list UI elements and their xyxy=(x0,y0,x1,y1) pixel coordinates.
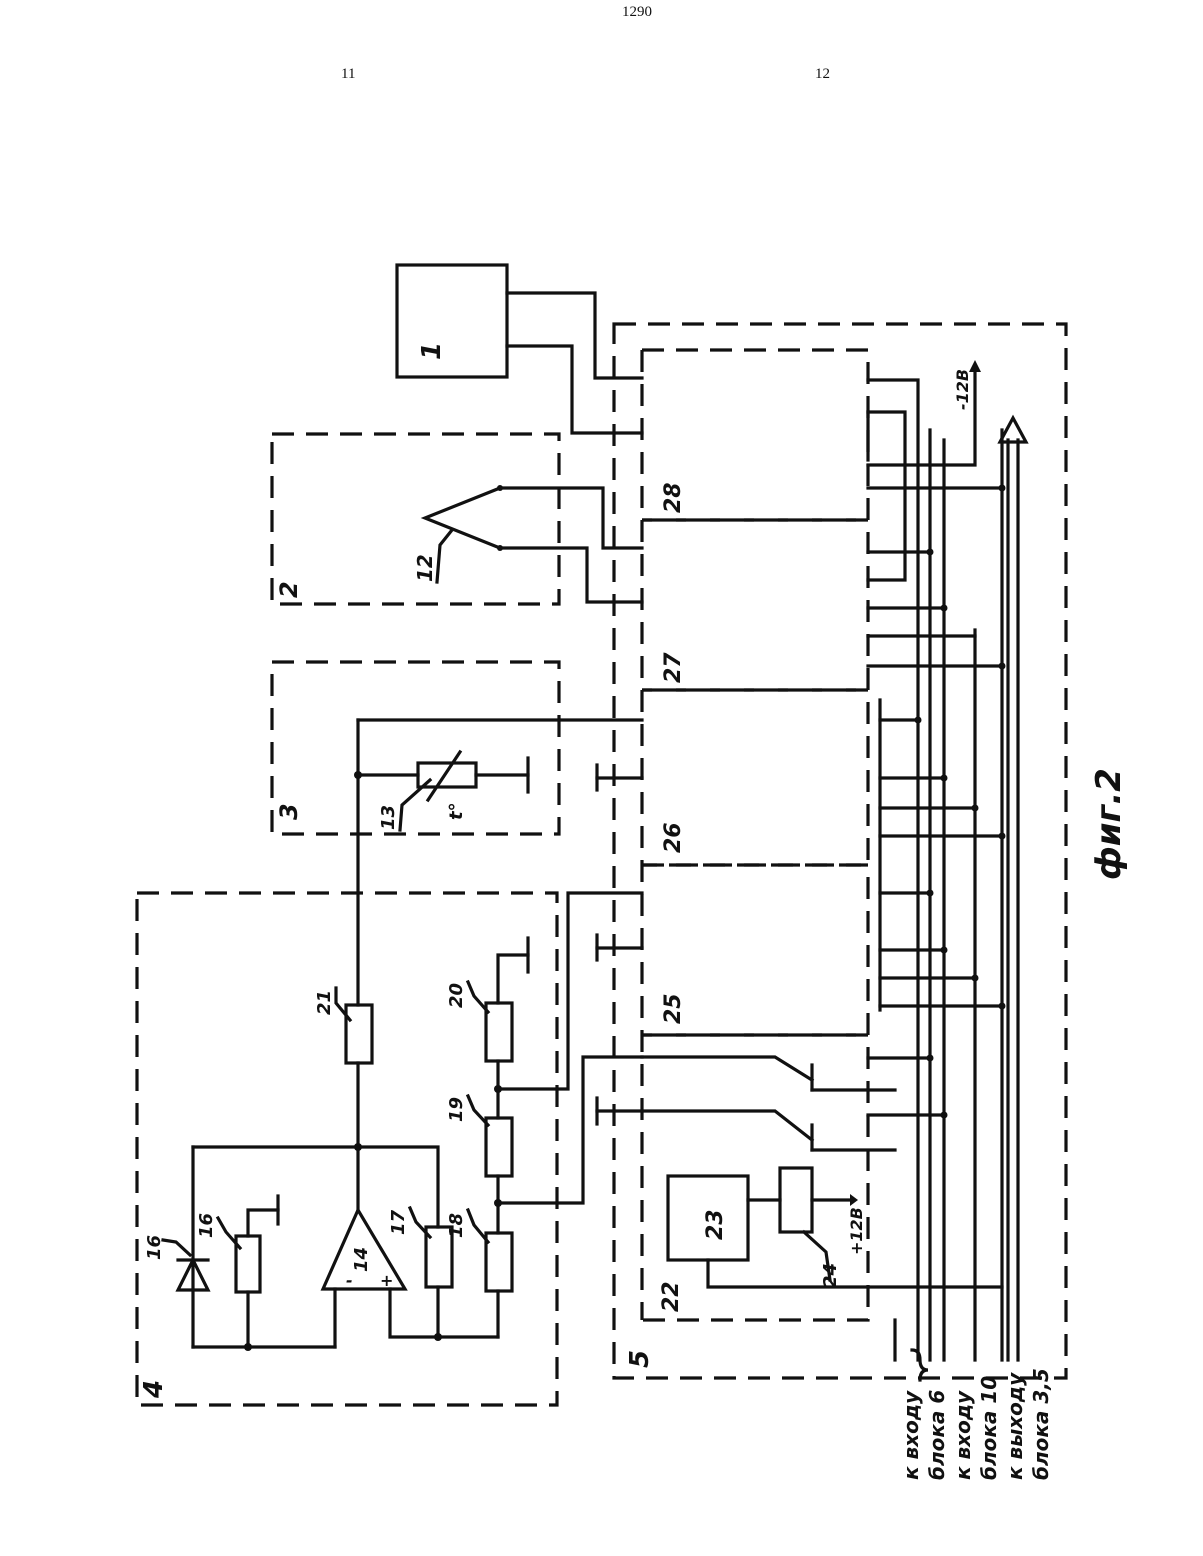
label-block-5: 5 xyxy=(625,1350,655,1368)
block-4: 4 21 14 - + 16 16 xyxy=(137,893,642,1405)
supply-minus: -12В xyxy=(953,369,972,410)
label-24: 26 xyxy=(661,822,686,853)
label-17: 17 xyxy=(388,1209,409,1235)
label-block-4: 4 xyxy=(139,1380,169,1399)
label-19: 19 xyxy=(446,1097,467,1122)
label-16b: 16 xyxy=(196,1213,217,1238)
label-12: 12 xyxy=(413,554,437,582)
opamp-plus: + xyxy=(380,1271,393,1290)
block-3: 3 13 t° xyxy=(272,662,642,1005)
block-1: 1 xyxy=(397,265,642,433)
supply-plus: +12В xyxy=(847,1207,866,1255)
opamp-minus: - xyxy=(346,1271,353,1290)
output-label-3: к входу xyxy=(951,1390,975,1480)
block-5: 5 28 27 26 25 22 23 +12В 24 xyxy=(597,324,1066,1378)
label-16a: 16 xyxy=(144,1235,165,1260)
block-2: 2 12 xyxy=(272,434,642,604)
label-13: 13 xyxy=(378,805,399,830)
label-block-1: 1 xyxy=(417,342,447,360)
output-label-1: к входу xyxy=(899,1390,923,1480)
label-25: 27 xyxy=(661,652,686,683)
label-block-3: 3 xyxy=(275,803,303,820)
label-21: 21 xyxy=(314,990,335,1015)
label-14: 14 xyxy=(351,1247,372,1272)
output-label-6: блока 3,5 xyxy=(1029,1368,1053,1480)
label-block-2: 2 xyxy=(275,581,303,598)
label-26: 28 xyxy=(661,482,686,513)
output-label-4: блока 10 xyxy=(977,1376,1001,1480)
label-28: 24 xyxy=(820,1263,841,1288)
label-18: 18 xyxy=(446,1213,467,1238)
figure-caption: фиг.2 xyxy=(1089,768,1129,880)
label-27: 23 xyxy=(703,1209,728,1240)
output-label-5: к выходу xyxy=(1003,1372,1027,1480)
output-label-2: блока 6 xyxy=(925,1390,949,1480)
label-22: 22 xyxy=(659,1281,684,1312)
thermistor-mark: t° xyxy=(446,802,467,820)
label-23: 25 xyxy=(661,993,686,1024)
label-20: 20 xyxy=(446,983,467,1008)
